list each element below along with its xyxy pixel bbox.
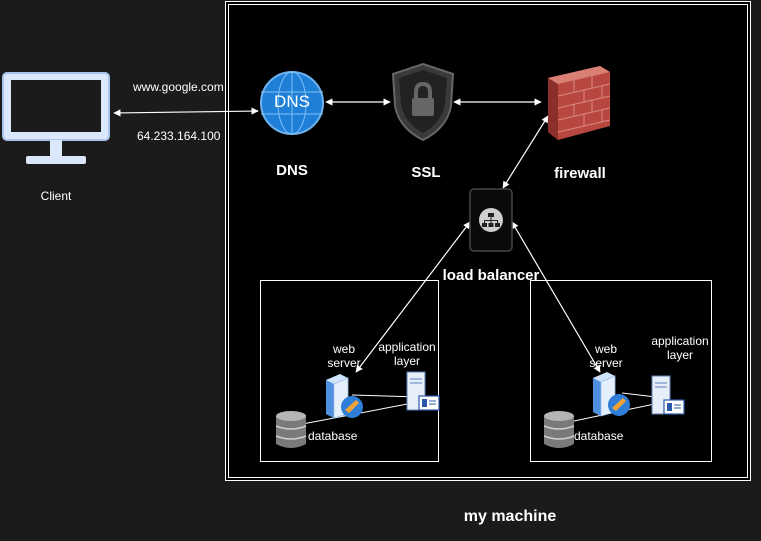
ip-label: 64.233.164.100 <box>137 129 221 143</box>
lb-right-web-connector <box>511 221 601 373</box>
ssl-label: SSL <box>411 164 441 181</box>
url-label: www.google.com <box>133 80 224 94</box>
load-balancer-label: load balancer <box>442 267 540 284</box>
client-dns-connector <box>113 107 259 117</box>
left-database-icon[interactable] <box>274 410 308 450</box>
dns-label: DNS <box>276 162 308 179</box>
right-web-server-label: web server <box>589 342 623 370</box>
left-app-layer-label: application layer <box>378 340 436 368</box>
ssl-shield-icon[interactable] <box>391 62 455 142</box>
firewall-icon[interactable] <box>544 64 614 142</box>
right-database-icon[interactable] <box>542 410 576 450</box>
dns-globe-icon[interactable]: DNS <box>259 70 325 136</box>
right-web-server-icon[interactable] <box>589 370 631 418</box>
dns-icon-text: DNS <box>274 92 310 111</box>
firewall-lb-connector <box>502 115 549 189</box>
left-web-server-icon[interactable] <box>322 372 364 420</box>
right-database-label: database <box>574 429 624 443</box>
lb-left-web-connector <box>355 221 471 373</box>
firewall-label: firewall <box>554 165 606 182</box>
machine-boundary-inner <box>228 4 748 478</box>
right-app-server-icon[interactable] <box>650 374 686 418</box>
right-app-layer-label: application layer <box>651 334 709 362</box>
machine-label: my machine <box>463 508 557 525</box>
load-balancer-icon[interactable] <box>469 188 513 252</box>
left-database-label: database <box>308 429 358 443</box>
left-web-server-label: web server <box>327 342 361 370</box>
client-monitor-icon[interactable] <box>0 70 113 168</box>
client-label: Client <box>40 189 72 203</box>
left-app-server-icon[interactable] <box>405 370 441 414</box>
